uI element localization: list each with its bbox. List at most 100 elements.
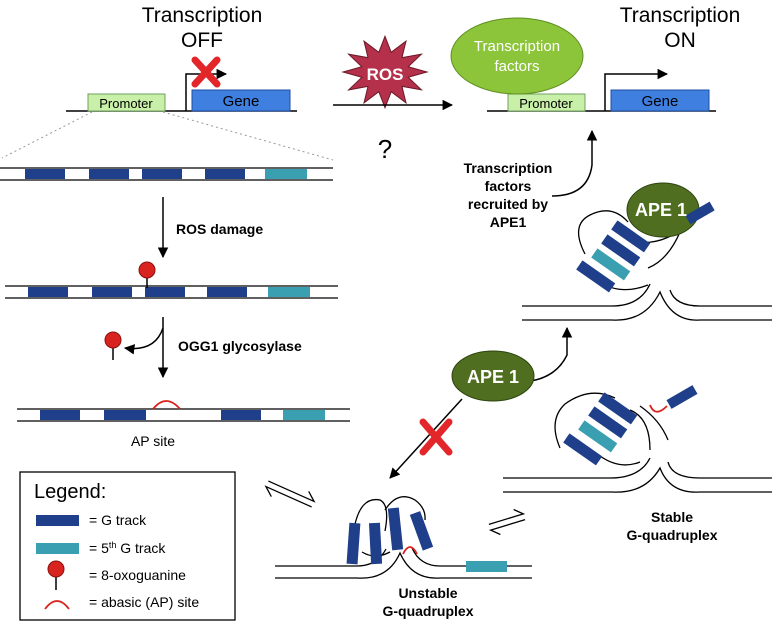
promoter-label-on: Promoter	[519, 96, 573, 111]
ape1-free-label: APE 1	[467, 367, 519, 387]
fifth-g-track	[268, 287, 310, 297]
ros-damage-label: ROS damage	[176, 221, 263, 237]
legend: Legend: = G track = 5th G track = 8-oxog…	[19, 471, 236, 621]
g-track	[346, 522, 361, 565]
title-off-line2: OFF	[181, 29, 223, 52]
g-track	[207, 287, 247, 297]
recruit-note-line1: Transcription	[464, 160, 553, 176]
transcription-off-panel: Transcription OFF Promoter Gene	[1, 4, 334, 161]
promoter-zoom-strand	[0, 167, 333, 181]
unstable-label-line1: Unstable	[398, 585, 457, 601]
ap-site-label: AP site	[131, 433, 175, 449]
tss-arrow-off	[185, 68, 228, 111]
ape1-bound-g-quadruplex: APE 1	[522, 182, 772, 321]
promoter-box-off	[87, 93, 166, 112]
damaged-strand	[5, 261, 338, 299]
recruit-note-line3: recruited by	[468, 196, 548, 212]
title-on-line1: Transcription	[620, 4, 741, 27]
g-track	[28, 287, 68, 297]
recruit-note-line4: APE1	[490, 214, 527, 230]
g-track	[666, 385, 698, 409]
g-track	[221, 410, 261, 420]
ap-site-strand	[17, 400, 350, 422]
g-track	[104, 410, 146, 420]
legend-g-track-icon	[36, 515, 79, 526]
unknown-mechanism-question: ?	[378, 134, 392, 164]
blocked-x-icon	[191, 56, 221, 88]
promoter-box-on	[507, 93, 586, 112]
legend-abasic-site-text: = abasic (AP) site	[89, 594, 199, 610]
8-oxoguanine-icon	[138, 261, 156, 288]
fifth-g-track	[591, 248, 631, 281]
legend-fifth-sup: th	[109, 540, 117, 550]
g-track	[563, 433, 603, 466]
g-track	[576, 260, 616, 293]
ape1-free-ellipse	[451, 350, 535, 402]
tf-label-line1: Transcription	[474, 38, 560, 55]
unstable-label-line2: G-quadruplex	[382, 603, 473, 619]
abasic-site-icon	[649, 404, 668, 413]
g-track	[92, 287, 132, 297]
legend-title: Legend:	[34, 481, 106, 503]
legend-fifth-g-track-icon	[36, 543, 79, 554]
zoom-guide-right	[162, 111, 334, 161]
gene-label-on: Gene	[642, 93, 679, 110]
g-track	[142, 169, 182, 179]
abasic-site-icon	[152, 400, 181, 410]
g-track	[598, 392, 638, 425]
g-track	[601, 234, 641, 267]
tss-arrow-on	[604, 68, 669, 111]
ogg1-label: OGG1 glycosylase	[178, 338, 302, 354]
legend-fifth-g-track-text: = 5th G track	[89, 540, 166, 556]
transcription-factors-ellipse	[450, 17, 584, 95]
equilibrium-arrow-left	[264, 480, 316, 508]
ape1-bound-label: APE 1	[635, 200, 687, 220]
g-track	[40, 410, 80, 420]
legend-g-track-text: = G track	[89, 512, 147, 528]
g-track	[25, 169, 65, 179]
tf-label-line2: factors	[494, 58, 539, 75]
legend-fifth-suffix: G track	[116, 540, 166, 556]
excised-8-oxoguanine-icon	[104, 331, 122, 360]
g-track	[145, 287, 185, 297]
ros-label: ROS	[367, 65, 404, 84]
title-on-line2: ON	[664, 29, 696, 52]
fifth-g-track	[578, 420, 618, 453]
legend-8-oxoguanine-text: = 8-oxoguanine	[89, 567, 186, 583]
abasic-site-icon	[402, 546, 418, 555]
blocked-x-icon	[419, 418, 453, 456]
ros-burst: ROS ?	[333, 34, 454, 164]
legend-abasic-site-icon	[44, 600, 70, 610]
fifth-g-track	[466, 561, 507, 572]
tf-recruitment-arrow	[551, 129, 598, 197]
legend-8-oxoguanine-icon	[47, 560, 65, 590]
gene-box-on	[610, 89, 710, 112]
fifth-g-track	[265, 169, 307, 179]
stable-label-line2: G-quadruplex	[626, 527, 717, 543]
stable-label-line1: Stable	[651, 509, 693, 525]
g-track	[205, 169, 245, 179]
promoter-label-off: Promoter	[99, 96, 153, 111]
g-track	[387, 507, 404, 551]
g-track	[588, 406, 628, 439]
blocked-ape1-arrow	[389, 398, 463, 479]
g-track	[685, 201, 715, 225]
transcription-on-panel: Transcription ON Promoter Gene Transcrip…	[450, 4, 741, 112]
title-off-line1: Transcription	[142, 4, 263, 27]
gene-label-off: Gene	[223, 93, 260, 110]
g-track	[409, 511, 434, 551]
g-track	[89, 169, 129, 179]
gene-box-off	[191, 89, 291, 112]
g-track	[368, 522, 383, 565]
ogg1-excision-arrow	[123, 327, 164, 355]
zoom-guide-left	[1, 111, 93, 159]
g-track	[611, 220, 651, 253]
ros-star-icon	[341, 34, 429, 110]
unstable-g-quadruplex	[275, 496, 532, 579]
stable-g-quadruplex	[503, 385, 772, 493]
equilibrium-arrow-right	[488, 508, 526, 536]
legend-fifth-prefix: = 5	[89, 540, 109, 556]
fifth-g-track	[283, 410, 325, 420]
recruit-note-line2: factors	[485, 178, 532, 194]
